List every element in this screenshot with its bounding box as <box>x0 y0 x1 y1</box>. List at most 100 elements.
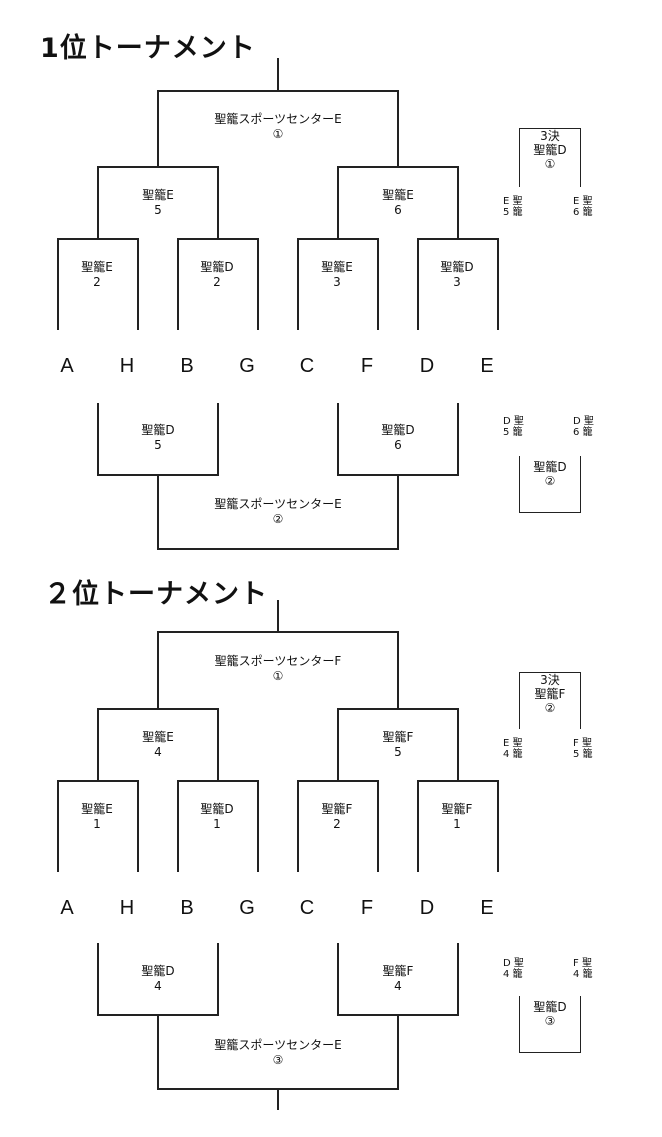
bracket-line <box>297 238 379 240</box>
bracket-line <box>337 403 339 475</box>
team-label: H <box>119 355 135 377</box>
bracket-line <box>297 780 299 872</box>
team-label: D <box>419 355 435 377</box>
bracket-line <box>97 166 219 168</box>
bracket-line <box>377 238 379 330</box>
bracket-line <box>97 166 99 240</box>
bracket-line <box>157 631 159 709</box>
team-label: E <box>480 355 494 377</box>
third-place-box: 聖籠D ② <box>519 456 581 513</box>
team-label: A <box>60 355 74 377</box>
bracket-line <box>497 238 499 330</box>
third-feed: E 聖 4 籠 <box>503 738 523 760</box>
team-label: C <box>299 897 315 919</box>
bracket-line <box>337 166 459 168</box>
bracket-line <box>397 474 399 550</box>
tournament-title: 1位トーナメント <box>40 33 256 64</box>
bracket-line <box>457 403 459 475</box>
bracket-line <box>337 943 339 1015</box>
bracket-line <box>57 238 59 330</box>
bracket-line <box>157 548 399 550</box>
bracket-line <box>157 631 399 633</box>
bracket-line <box>177 780 259 782</box>
team-label: C <box>299 355 315 377</box>
team-label: H <box>119 897 135 919</box>
bracket-line <box>217 403 219 475</box>
bracket-line <box>417 780 499 782</box>
bracket-line <box>337 166 339 240</box>
bracket-line <box>377 780 379 872</box>
team-label: G <box>239 355 255 377</box>
bracket-line <box>457 166 459 240</box>
third-feed: E 聖 6 籠 <box>573 196 593 218</box>
bracket-line <box>457 708 459 782</box>
bracket-line <box>97 708 99 782</box>
bracket-line <box>157 1014 159 1090</box>
bracket-line <box>257 780 259 872</box>
bracket-line <box>277 600 279 632</box>
bracket-line <box>157 474 159 550</box>
bracket-line <box>417 238 419 330</box>
bracket-line <box>337 708 459 710</box>
third-feed: D 聖 5 籠 <box>503 416 524 438</box>
bracket-line <box>277 1088 279 1110</box>
bracket-line <box>337 708 339 782</box>
bracket-line <box>177 238 179 330</box>
bracket-line <box>297 780 379 782</box>
third-feed: D 聖 4 籠 <box>503 958 524 980</box>
bracket-line <box>417 780 419 872</box>
bracket-line <box>177 238 259 240</box>
bracket-line <box>457 943 459 1015</box>
bracket-line <box>157 90 399 92</box>
third-feed: E 聖 5 籠 <box>503 196 523 218</box>
bracket-line <box>57 780 59 872</box>
bracket-line <box>97 708 219 710</box>
bracket-line <box>277 58 279 91</box>
third-feed: F 聖 4 籠 <box>573 958 593 980</box>
bracket-line <box>157 90 159 168</box>
bracket-line <box>397 1014 399 1090</box>
team-label: F <box>360 897 374 919</box>
bracket-line <box>177 780 179 872</box>
bracket-line <box>57 238 139 240</box>
third-feed: F 聖 5 籠 <box>573 738 593 760</box>
bracket-line <box>397 631 399 709</box>
bracket-line <box>217 943 219 1015</box>
team-label: E <box>480 897 494 919</box>
bracket-line <box>257 238 259 330</box>
tournament-title: ２位トーナメント <box>44 579 268 610</box>
bracket-line <box>217 708 219 782</box>
third-place-box: 3決 聖籠D ① <box>519 128 581 187</box>
bracket-line <box>497 780 499 872</box>
third-place-box: 聖籠D ③ <box>519 996 581 1053</box>
bracket-line <box>97 943 99 1015</box>
bracket-line <box>417 238 499 240</box>
team-label: F <box>360 355 374 377</box>
team-label: B <box>180 355 194 377</box>
bracket-line <box>57 780 139 782</box>
bracket-line <box>297 238 299 330</box>
bracket-line <box>137 238 139 330</box>
bracket-line <box>97 403 99 475</box>
